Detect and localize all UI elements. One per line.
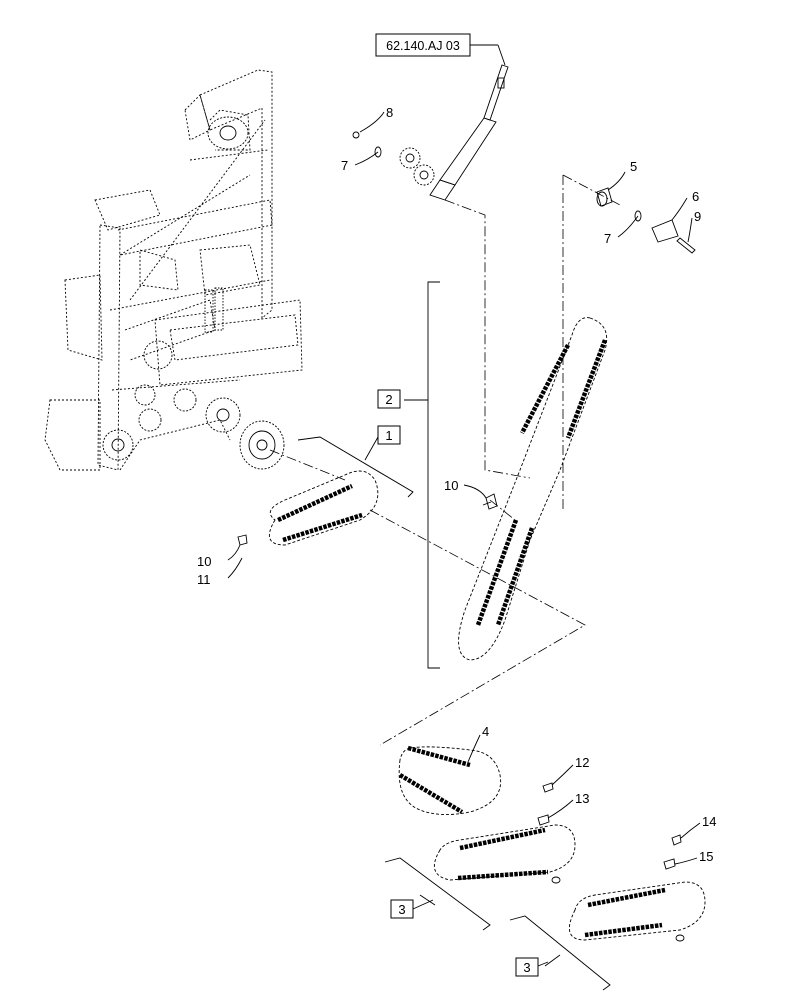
chain-4 — [398, 745, 502, 815]
idler-sprockets — [102, 340, 241, 461]
spacer-5 — [596, 187, 613, 207]
chain-3-lower — [568, 881, 706, 941]
callout-10-center[interactable]: 10 — [444, 478, 458, 493]
callout-12[interactable]: 12 — [575, 755, 589, 770]
connector-link-12 — [542, 782, 554, 793]
washer-7-right — [634, 210, 642, 222]
callout-7-right[interactable]: 7 — [604, 231, 611, 246]
callout-box-3-upper[interactable]: 3 — [390, 899, 434, 919]
callout-15[interactable]: 15 — [699, 849, 713, 864]
callout-6[interactable]: 6 — [692, 189, 699, 204]
leader-lines — [227, 111, 701, 865]
callout-box-1[interactable]: 1 — [377, 425, 401, 445]
bracket-chain-2 — [404, 281, 440, 669]
chain-1 — [268, 470, 379, 546]
baler-side-frame — [44, 69, 303, 471]
connector-link-15 — [663, 858, 676, 870]
connector-link-13 — [537, 814, 550, 826]
tensioner-sprocket — [399, 147, 435, 186]
svg-text:3: 3 — [523, 960, 530, 975]
reference-box[interactable]: 62.140.AJ 03 — [375, 33, 506, 66]
callout-labels: 8 7 5 6 9 7 10 10 11 4 12 13 14 15 — [197, 105, 716, 864]
callout-box-3-lower[interactable]: 3 — [515, 957, 549, 977]
connector-link-10-center — [482, 493, 498, 510]
svg-text:1: 1 — [385, 428, 392, 443]
compression-springs — [204, 287, 224, 333]
connector-link-10-left — [237, 534, 248, 546]
callout-box-2[interactable]: 2 — [377, 389, 401, 409]
connector-link-14 — [671, 834, 682, 846]
callout-5[interactable]: 5 — [630, 159, 637, 174]
end-pin-right — [675, 934, 685, 942]
bracket-chain-3-lower — [509, 915, 611, 991]
assembly-lines — [269, 174, 621, 746]
bracket-6 — [651, 219, 679, 243]
large-drive-sprocket — [239, 420, 285, 470]
callout-4[interactable]: 4 — [482, 724, 489, 739]
tensioner-arm — [429, 64, 509, 201]
svg-text:2: 2 — [385, 392, 392, 407]
bracket-chain-1 — [297, 436, 414, 498]
bolt-8 — [352, 131, 360, 139]
callout-10-left[interactable]: 10 — [197, 554, 211, 569]
bolt-9 — [676, 237, 696, 254]
callout-13[interactable]: 13 — [575, 791, 589, 806]
reference-label: 62.140.AJ 03 — [386, 39, 460, 53]
drive-sprocket-upper — [207, 109, 251, 151]
callout-11[interactable]: 11 — [197, 572, 211, 587]
bracket-chain-3-upper — [384, 857, 491, 931]
callout-7-upper[interactable]: 7 — [341, 158, 348, 173]
callout-14[interactable]: 14 — [702, 814, 716, 829]
washer-7-upper — [374, 146, 382, 158]
callout-8[interactable]: 8 — [386, 105, 393, 120]
chain-2 — [458, 317, 608, 661]
callout-9[interactable]: 9 — [694, 209, 701, 224]
svg-text:3: 3 — [398, 902, 405, 917]
chain-3-upper — [433, 824, 576, 881]
end-pin-lower — [551, 876, 561, 884]
